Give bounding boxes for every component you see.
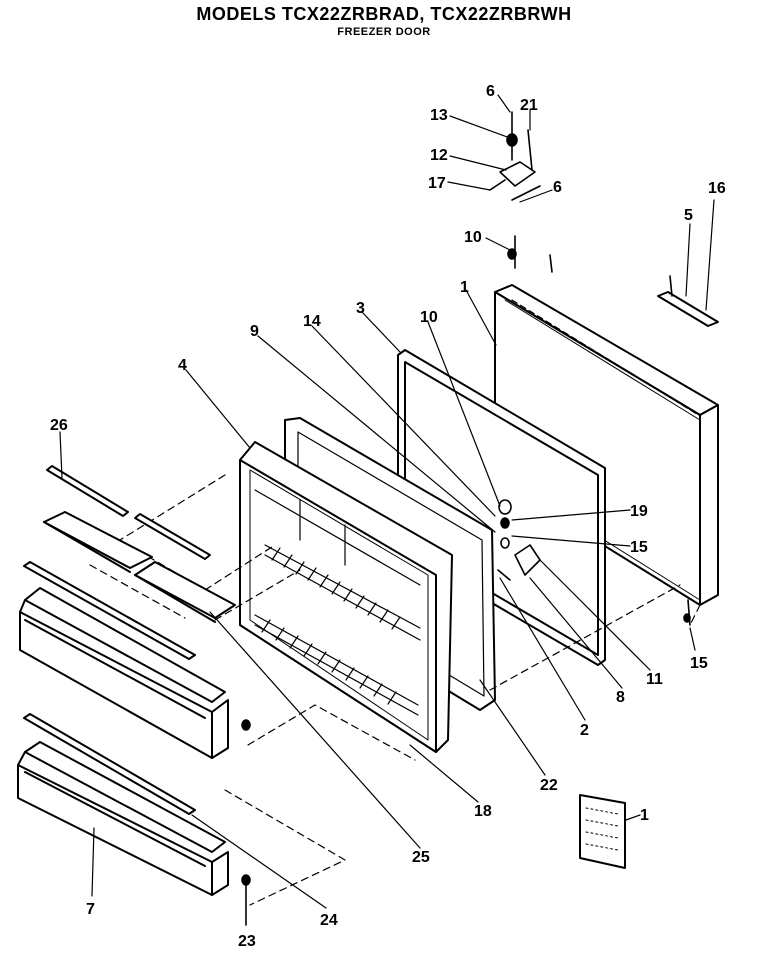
callout-26: 26 [50, 417, 68, 434]
callout-14: 14 [303, 313, 321, 330]
outer-door-panel [494, 284, 719, 606]
callout-23: 23 [238, 933, 256, 950]
hinge-hardware [489, 111, 673, 297]
callout-10: 10 [464, 229, 482, 246]
callout-10: 10 [420, 309, 438, 326]
callout-15: 15 [690, 655, 708, 672]
callout-labels: 6 21 13 12 17 6 16 5 10 1 3 14 10 9 4 26… [50, 83, 726, 950]
bin-screws [241, 719, 251, 926]
lower-door-bin [17, 713, 229, 896]
top-hinge-bracket [657, 291, 719, 327]
callout-8: 8 [616, 689, 625, 706]
callout-19: 19 [630, 503, 648, 520]
callout-17: 17 [428, 175, 446, 192]
callout-3: 3 [356, 300, 365, 317]
callout-12: 12 [430, 147, 448, 164]
callout-16: 16 [708, 180, 726, 197]
callout-15: 15 [630, 539, 648, 556]
callout-2: 2 [580, 722, 589, 739]
page-title: MODELS TCX22ZRBRAD, TCX22ZRBRWH [196, 4, 572, 24]
page-subtitle: FREEZER DOOR [337, 26, 431, 38]
callout-18: 18 [474, 803, 492, 820]
callout-5: 5 [684, 207, 693, 224]
callout-11: 11 [646, 671, 663, 688]
callout-1: 1 [460, 279, 469, 296]
callout-21: 21 [520, 97, 538, 114]
shelf-rails-left [43, 465, 236, 623]
callout-6: 6 [553, 179, 562, 196]
callout-leaders [59, 94, 715, 909]
callout-9: 9 [250, 323, 259, 340]
callout-13: 13 [430, 107, 448, 124]
callout-25: 25 [412, 849, 430, 866]
callout-1: 1 [640, 807, 649, 824]
callout-22: 22 [540, 777, 558, 794]
callout-4: 4 [178, 357, 187, 374]
instruction-booklet [579, 794, 626, 869]
upper-door-bin [19, 561, 229, 759]
callout-6: 6 [486, 83, 495, 100]
callout-24: 24 [320, 912, 338, 929]
inner-door-shelf-frame [239, 441, 453, 753]
callout-7: 7 [86, 901, 95, 918]
